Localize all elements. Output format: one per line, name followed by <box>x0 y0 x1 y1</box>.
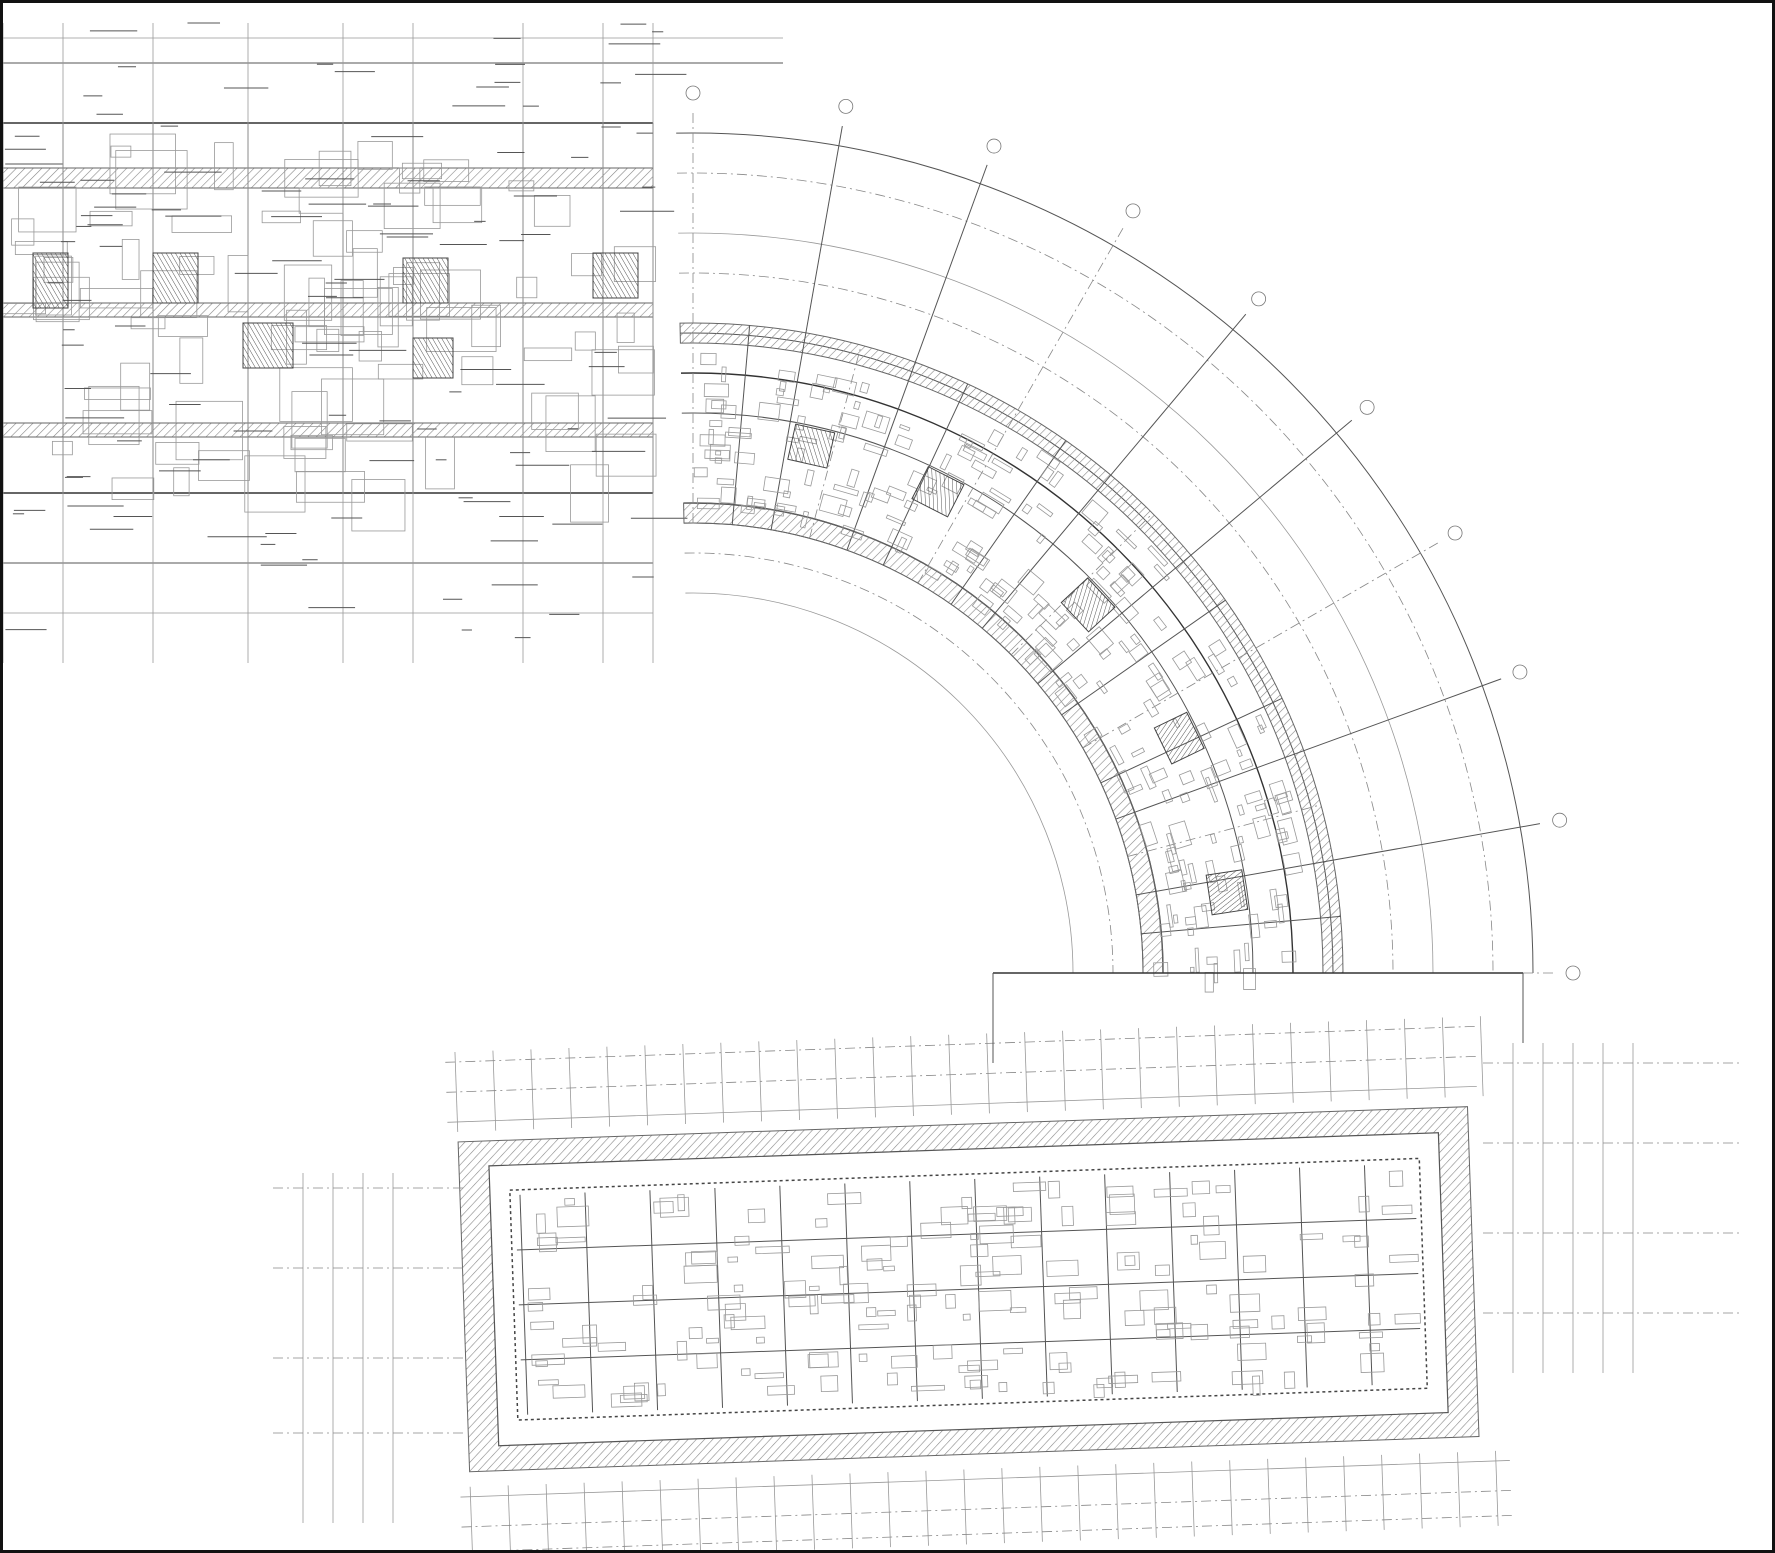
west-wing-plan <box>3 22 783 663</box>
south-block-plan <box>273 972 1743 1550</box>
curved-wing-plan <box>676 85 1581 993</box>
floor-plan-drawing <box>3 22 1743 1550</box>
